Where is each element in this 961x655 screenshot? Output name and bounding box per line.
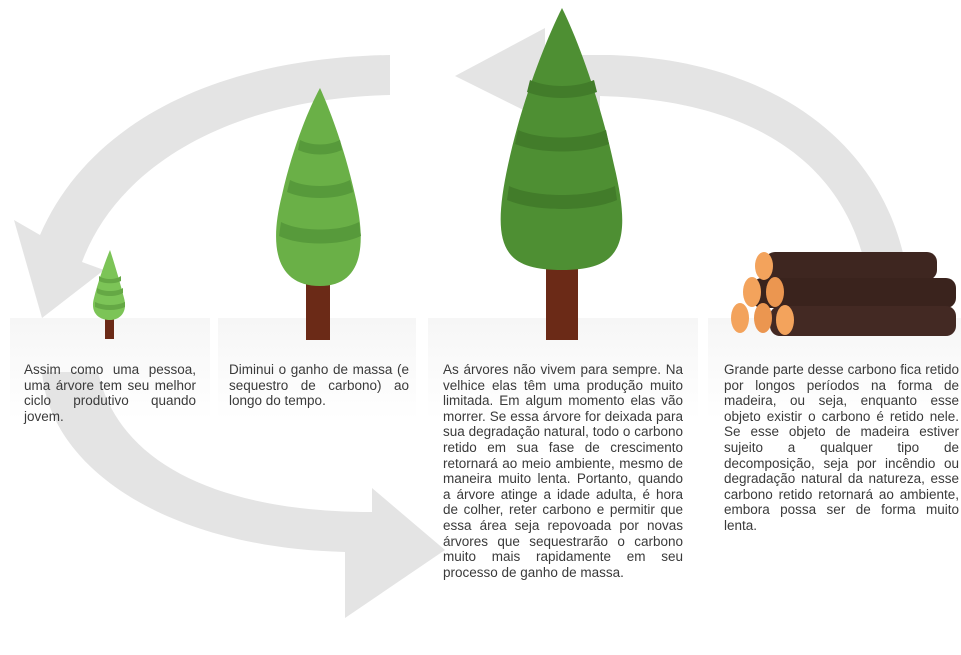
stage-2-text: Diminui o ganho de massa (e sequestro de… <box>229 362 409 409</box>
mature-tree <box>276 88 361 340</box>
wood-logs <box>731 252 956 336</box>
old-tree <box>500 8 623 340</box>
stage-4-text: Grande parte desse carbono fica retido p… <box>724 362 959 533</box>
cycle-arrow-bottom <box>42 372 445 618</box>
stage-3-text: As árvores não vivem para sempre. Na vel… <box>443 362 683 580</box>
stage-1-text: Assim como uma pessoa, uma árvore tem se… <box>24 362 196 424</box>
cycle-arrow-top-left <box>14 55 390 318</box>
stage-4-panel <box>708 318 961 438</box>
young-tree <box>92 250 126 339</box>
